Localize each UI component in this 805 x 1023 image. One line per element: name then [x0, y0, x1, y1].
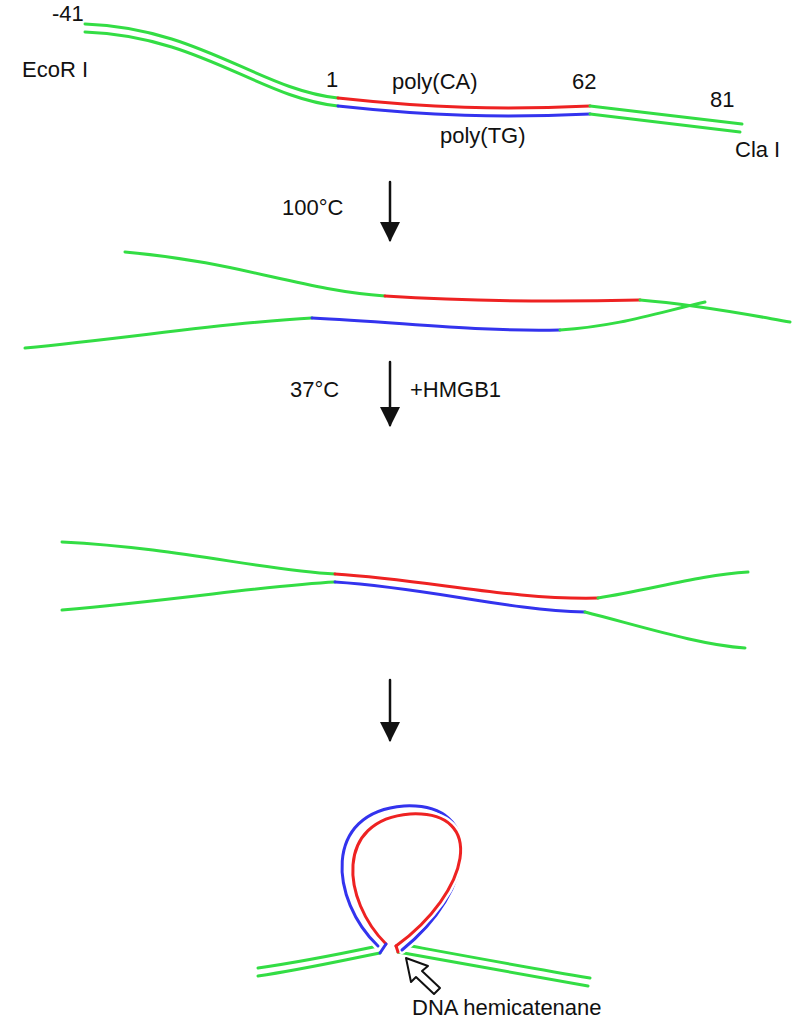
position-number: -41	[52, 2, 84, 26]
structure-label: DNA hemicatenane	[412, 996, 602, 1020]
position-number: 1	[326, 68, 338, 92]
callout-arrow	[406, 958, 440, 994]
duplex-dna	[85, 24, 742, 132]
single-strands	[25, 252, 790, 348]
condition-label: 37°C	[290, 378, 339, 402]
sequence-label: poly(TG)	[440, 124, 526, 148]
condition-label: +HMGB1	[410, 378, 501, 402]
restriction-site: Cla I	[735, 138, 780, 162]
position-number: 62	[572, 70, 596, 94]
annealed-dna	[62, 542, 748, 648]
hemicatenane-loop	[258, 806, 590, 986]
step-arrow	[389, 362, 392, 425]
condition-label: 100°C	[282, 196, 343, 220]
position-number: 81	[710, 88, 734, 112]
restriction-site: EcoR I	[22, 58, 88, 82]
step-arrow	[389, 182, 392, 240]
step-arrow	[389, 680, 392, 740]
sequence-label: poly(CA)	[392, 70, 478, 94]
